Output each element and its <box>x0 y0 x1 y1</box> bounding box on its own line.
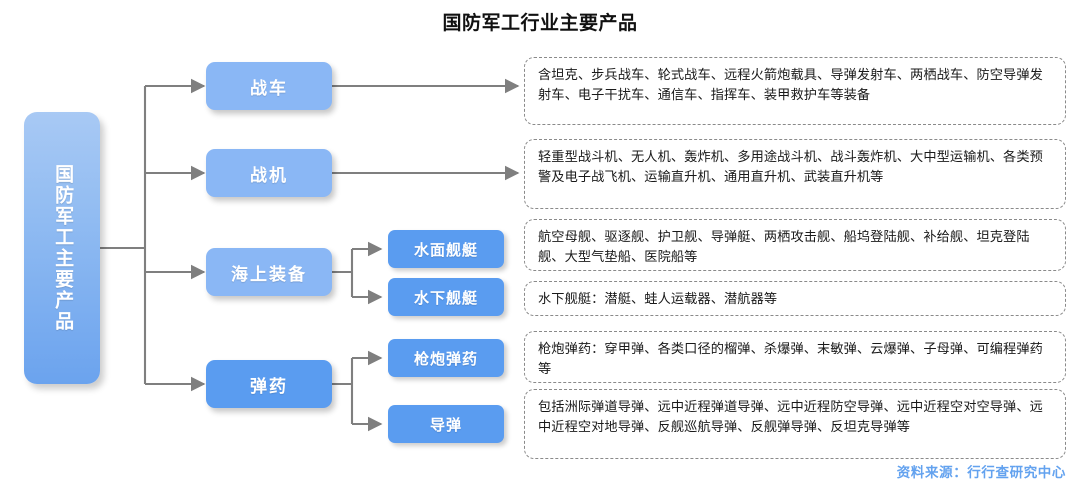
page-title: 国防军工行业主要产品 <box>442 13 638 34</box>
desc-zhanji: 轻重型战斗机、无人机、轰炸机、多用途战斗机、战斗轰炸机、大中型运输机、各类预警及… <box>524 139 1066 209</box>
node-zhanji[interactable]: 战机 <box>206 149 332 197</box>
node-qiangpao-danyao[interactable]: 枪炮弹药 <box>388 339 504 377</box>
node-zhanche[interactable]: 战车 <box>206 62 332 110</box>
root-node[interactable]: 国防军工主要产品 <box>24 112 100 384</box>
desc-zhanche: 含坦克、步兵战车、轮式战车、远程火箭炮载具、导弹发射车、两栖战车、防空导弹发射车… <box>524 57 1066 125</box>
source-note: 资料来源：行行查研究中心 <box>896 465 1066 480</box>
desc-daodan: 包括洲际弹道导弹、远中近程弹道导弹、远中近程防空导弹、远中近程空对空导弹、远中近… <box>524 389 1066 459</box>
node-danyao-label: 弹药 <box>250 376 288 396</box>
node-qiangpao-danyao-label: 枪炮弹药 <box>413 350 478 368</box>
node-daodan[interactable]: 导弹 <box>388 405 504 443</box>
node-shuimian-jianting[interactable]: 水面舰艇 <box>388 230 504 268</box>
desc-shuixia-jianting: 水下舰艇：潜艇、蛙人运载器、潜航器等 <box>524 281 1066 316</box>
node-zhanji-label: 战机 <box>250 165 288 185</box>
desc-qiangpao-danyao: 枪炮弹药：穿甲弹、各类口径的榴弹、杀爆弹、末敏弹、云爆弹、子母弹、可编程弹药等 <box>524 331 1066 383</box>
node-shuixia-jianting-label: 水下舰艇 <box>413 289 478 307</box>
desc-shuimian-jianting: 航空母舰、驱逐舰、护卫舰、导弹艇、两栖攻击舰、船坞登陆舰、补给舰、坦克登陆舰、大… <box>524 219 1066 271</box>
node-haishang[interactable]: 海上装备 <box>206 248 332 296</box>
root-node-label: 国防军工主要产品 <box>52 164 74 332</box>
node-daodan-label: 导弹 <box>429 416 462 434</box>
node-shuimian-jianting-label: 水面舰艇 <box>413 241 478 259</box>
node-haishang-label: 海上装备 <box>231 264 307 284</box>
node-zhanche-label: 战车 <box>250 78 288 98</box>
node-shuixia-jianting[interactable]: 水下舰艇 <box>388 278 504 316</box>
node-danyao[interactable]: 弹药 <box>206 360 332 408</box>
